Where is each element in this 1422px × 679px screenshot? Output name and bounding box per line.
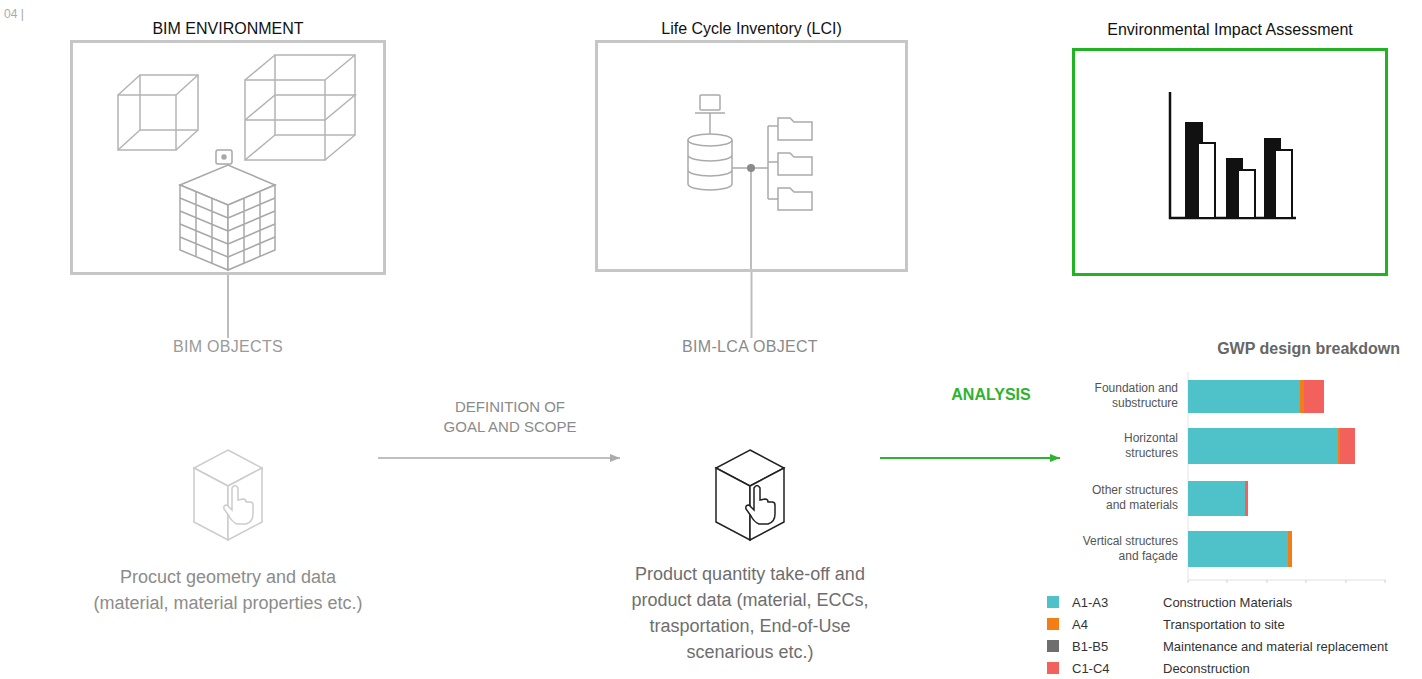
building-icon [228,191,275,263]
category-label: Horizontal structures [1078,431,1178,461]
bar-chart-icon [1170,92,1296,218]
bar-segment [1340,428,1355,464]
bar-segment [1288,531,1292,567]
object-description: Product quantity take-off and product da… [625,561,875,665]
box-heading: BIM ENVIRONMENT [13,20,443,38]
building-icon [180,185,228,270]
frame-box: Environmental Impact Assessment [1072,48,1388,276]
stacked-cube [245,55,355,160]
box-heading: Environmental Impact Assessment [1015,21,1422,39]
building-icon [222,155,226,159]
object-title: BIM OBJECTS [78,338,378,356]
legend-description: Construction Materials [1163,595,1292,610]
bar-segment [1188,428,1338,464]
cube-icon [194,468,228,540]
legend-code: A1-A3 [1072,595,1108,610]
legend-swatch [1047,662,1059,674]
chart-title: GWP design breakdown [1060,340,1412,358]
bar-segment [1304,380,1324,413]
legend-description: Deconstruction [1163,661,1250,676]
leader-dot [747,164,755,172]
database-icon [688,134,732,146]
stacked-bars [1188,372,1386,583]
chart-bar [1275,150,1292,218]
chart-bar [1238,170,1255,218]
hand-pointer [224,486,253,525]
legend-description: Maintenance and material replacement [1163,639,1388,654]
legend-swatch [1047,596,1059,608]
object-group: BIM OBJECTS Procuct geometry and data (ma… [78,338,378,616]
cube-icon [716,450,784,540]
folder-icon [778,118,812,140]
object-description: Procuct geometry and data (material, mat… [87,564,369,616]
bar-segment [1245,481,1248,516]
legend-code: B1-B5 [1072,639,1108,654]
tree-line [732,126,778,199]
building-icon [180,192,228,264]
chart-axis [1170,92,1296,218]
cube-icon [194,450,262,540]
frame-box: BIM ENVIRONMENT [70,40,386,275]
page-number: 04 | [4,7,24,21]
hand-pointer [746,486,775,525]
connector [227,275,229,338]
edge-label: DEFINITION OF GOAL AND SCOPE [440,397,580,437]
laptop-icon [695,113,725,134]
legend-code: A4 [1072,617,1088,632]
cube-icon [716,468,750,540]
database-icon [688,140,732,190]
legend-swatch [1047,618,1059,630]
bar-segment [1188,531,1288,567]
legend-description: Transportation to site [1163,617,1285,632]
category-label: Foundation and substructure [1078,381,1178,411]
folder-icon [778,188,812,210]
category-label: Other structures and materials [1078,483,1178,513]
legend-swatch [1047,640,1059,652]
building-icon [180,150,275,270]
folder-icon [778,153,812,175]
chart-axis [1188,580,1386,581]
stacked-cube [245,55,355,160]
leader-line [750,168,752,270]
wire-cube [118,75,198,150]
building-icon [228,185,275,270]
legend-code: C1-C4 [1072,661,1110,676]
category-label: Vertical structures and façade [1078,534,1178,564]
connector [880,457,1060,459]
frame-box: Life Cycle Inventory (LCI) [595,40,908,272]
laptop-icon [700,95,720,110]
bar-segment [1338,428,1340,464]
chart-tick [1188,580,1385,583]
wire-cube [118,75,198,150]
chart-panel: GWP design breakdown [1060,340,1412,585]
object-group: BIM-LCA OBJECT Product quantity take-off … [620,338,880,665]
bar-segment [1188,481,1245,516]
object-title: BIM-LCA OBJECT [620,338,880,356]
building-icon [216,150,232,164]
bar-segment [1300,380,1304,413]
connector [378,457,620,459]
connector [751,272,753,338]
edge-label: ANALYSIS [951,386,1030,404]
box-heading: Life Cycle Inventory (LCI) [538,20,965,38]
chart-bar [1198,143,1215,218]
bar-segment [1188,380,1300,413]
